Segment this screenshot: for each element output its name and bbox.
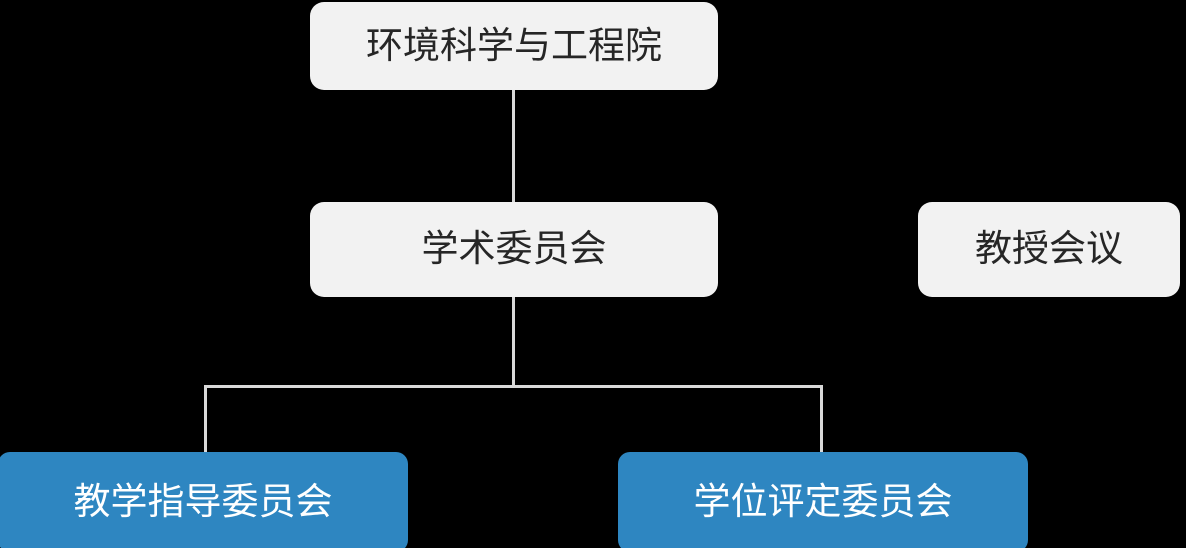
connector-root-to-academic-committee [512,88,515,204]
connector-horizontal-bus [204,385,823,388]
connector-drop-to-teaching-guidance-committee [204,385,207,454]
node-root-institute[interactable]: 环境科学与工程院 [310,2,718,90]
node-professor-meeting[interactable]: 教授会议 [918,202,1180,297]
connector-drop-to-degree-evaluation-committee [820,385,823,454]
node-degree-evaluation-committee[interactable]: 学位评定委员会 [618,452,1028,548]
node-teaching-guidance-committee[interactable]: 教学指导委员会 [0,452,408,548]
connector-academic-committee-stem [512,295,515,387]
node-academic-committee[interactable]: 学术委员会 [310,202,718,297]
